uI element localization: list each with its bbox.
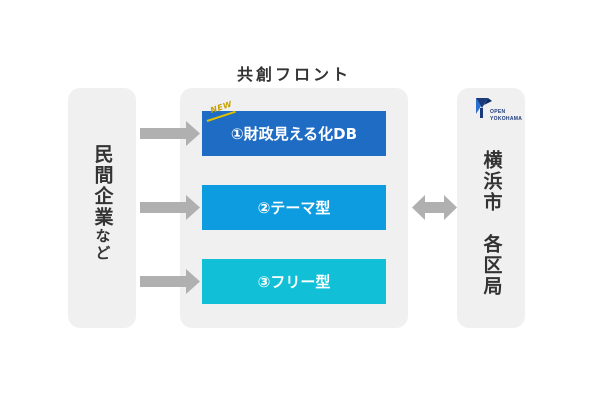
- center-title: 共創フロント: [236, 65, 351, 84]
- theme-type-box: ②テーマ型: [202, 185, 386, 230]
- bidirectional-arrow: [412, 195, 457, 220]
- fiscal-visualization-db-box: ①財政見える化DB: [202, 111, 386, 156]
- yokohama-city-label: 横浜市: [480, 150, 503, 213]
- private-companies-panel: 民間企業など: [68, 88, 136, 328]
- private-companies-label-main: 民間企業: [91, 144, 114, 228]
- logo-text-yokohama: YOKOHAMA: [490, 116, 523, 122]
- free-type-box: ③フリー型: [202, 259, 386, 304]
- departments-label: 各区局: [480, 234, 503, 297]
- private-companies-label: 民間企業など: [91, 144, 114, 262]
- logo-text-open: OPEN: [490, 109, 506, 115]
- private-companies-label-suffix: など: [93, 228, 112, 262]
- fiscal-visualization-db-label: ①財政見える化DB: [230, 125, 358, 143]
- theme-type-label: ②テーマ型: [257, 199, 331, 217]
- yokohama-city-panel: 横浜市 各区局: [457, 88, 525, 328]
- free-type-label: ③フリー型: [257, 273, 331, 291]
